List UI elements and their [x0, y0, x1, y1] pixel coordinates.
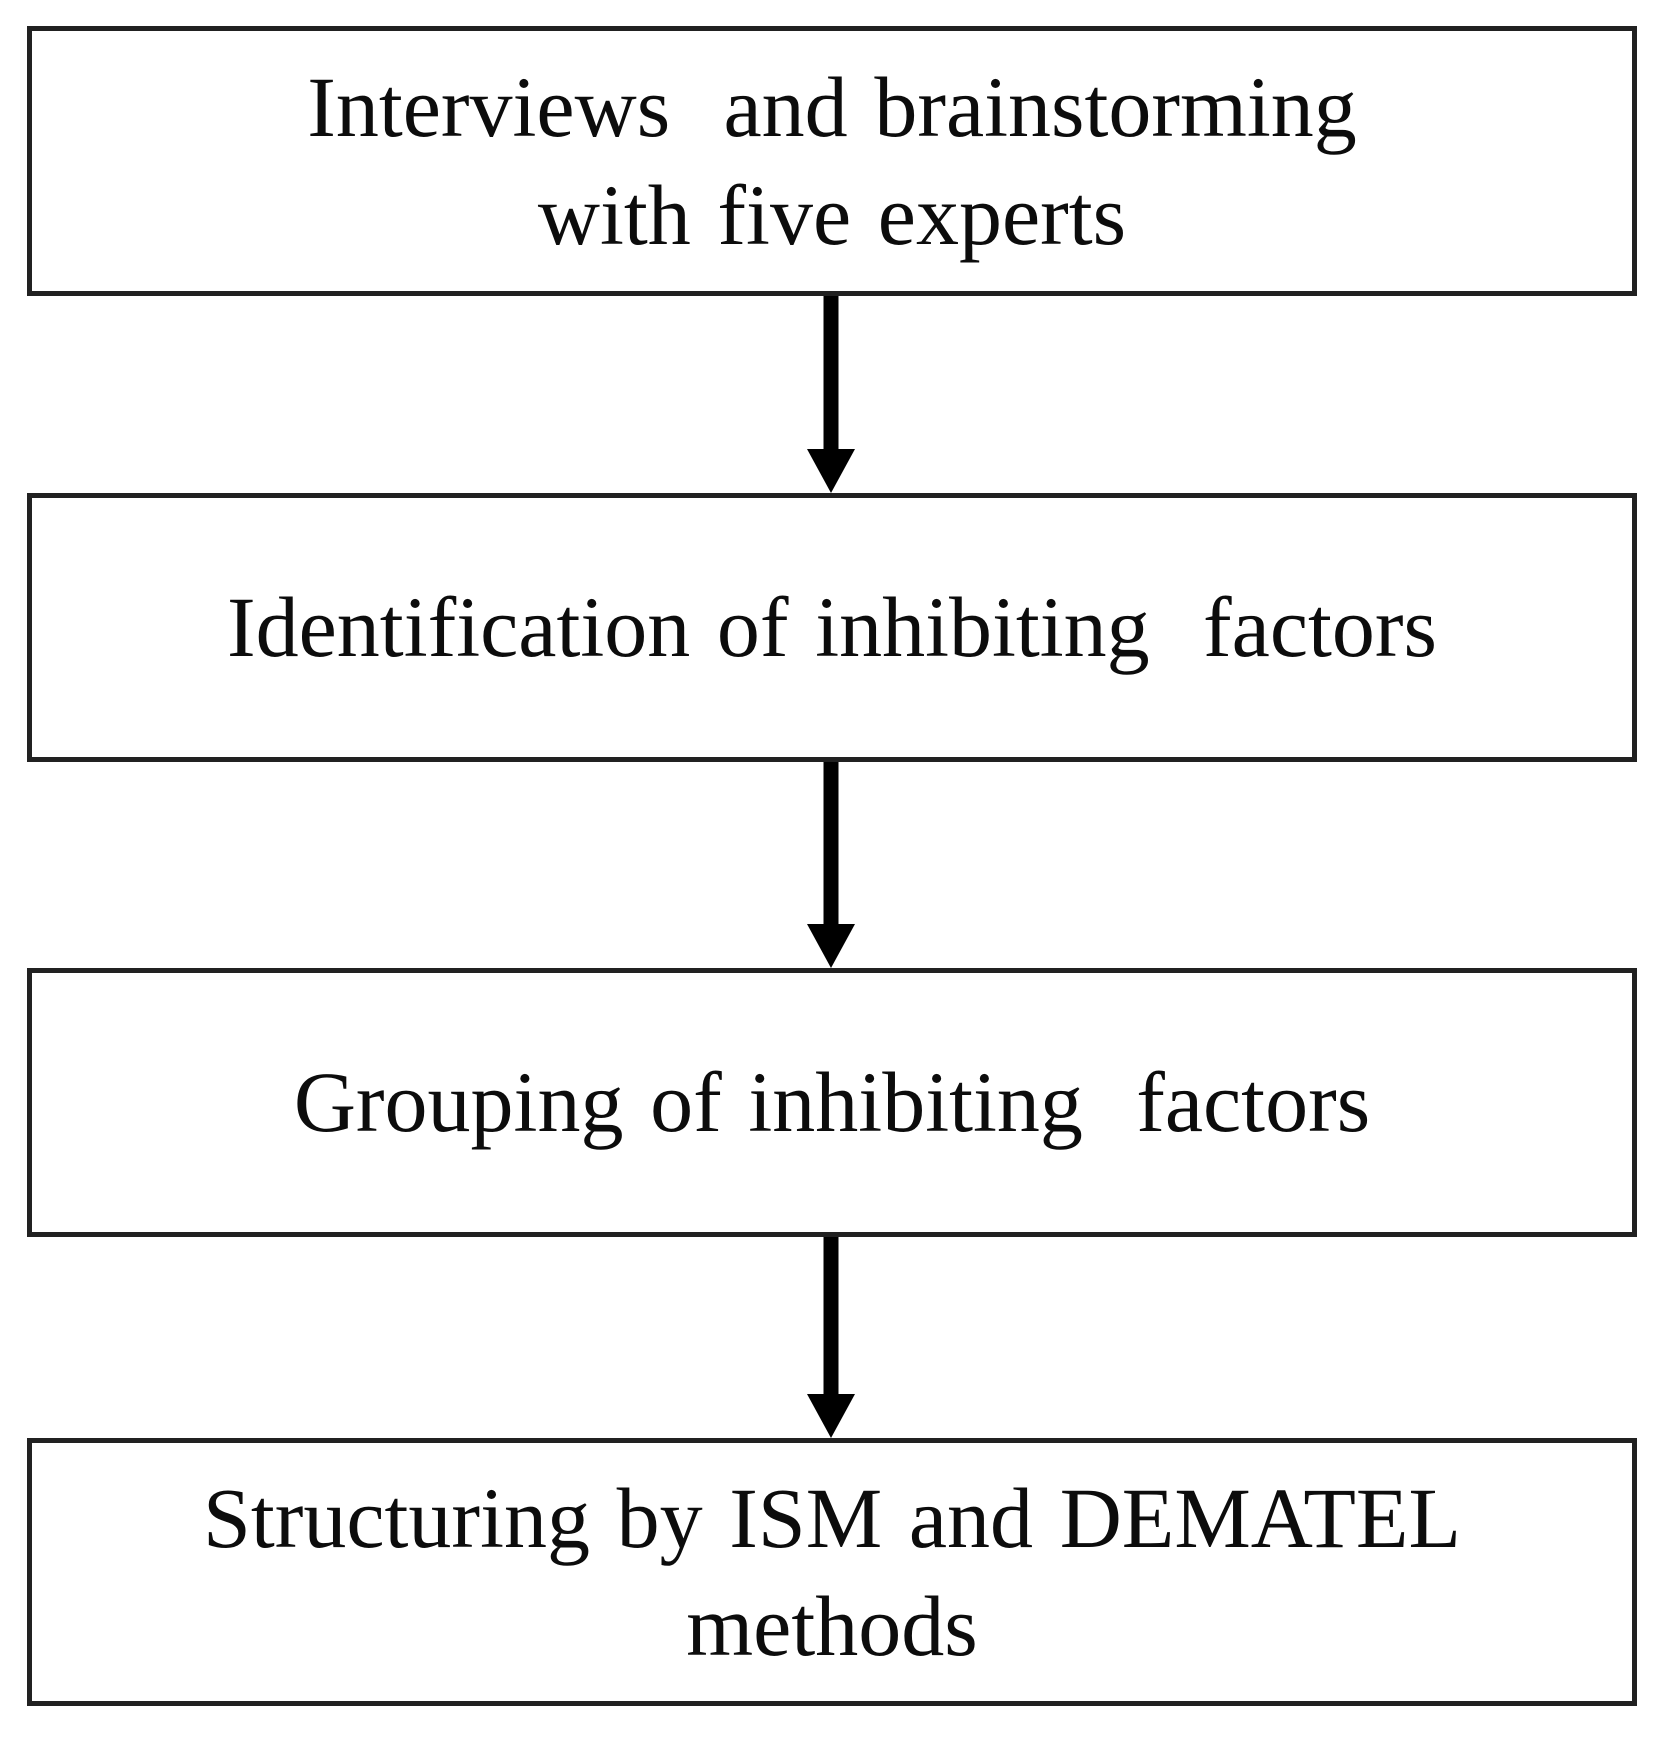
step-label-grouping: Grouping of inhibiting factors: [293, 1054, 1371, 1151]
step-label-interviews: Interviews and brainstorming with five e…: [307, 58, 1357, 263]
flowchart-step-structuring: Structuring by ISM and DEMATEL methods: [27, 1438, 1637, 1706]
arrow-shaft: [823, 1237, 839, 1402]
arrowhead-down-icon: [807, 1394, 855, 1438]
arrowhead-down-icon: [807, 449, 855, 493]
arrow-shaft: [823, 296, 839, 457]
flowchart-step-grouping: Grouping of inhibiting factors: [27, 968, 1637, 1237]
flowchart-step-identification: Identification of inhibiting factors: [27, 493, 1637, 762]
flow-connector-3: [807, 1237, 855, 1438]
step-label-identification: Identification of inhibiting factors: [227, 579, 1437, 676]
flow-connector-1: [807, 296, 855, 493]
arrowhead-down-icon: [807, 924, 855, 968]
step-label-structuring: Structuring by ISM and DEMATEL methods: [203, 1469, 1461, 1674]
arrow-shaft: [823, 762, 839, 932]
flowchart-step-interviews: Interviews and brainstorming with five e…: [27, 26, 1637, 296]
flow-connector-2: [807, 762, 855, 968]
